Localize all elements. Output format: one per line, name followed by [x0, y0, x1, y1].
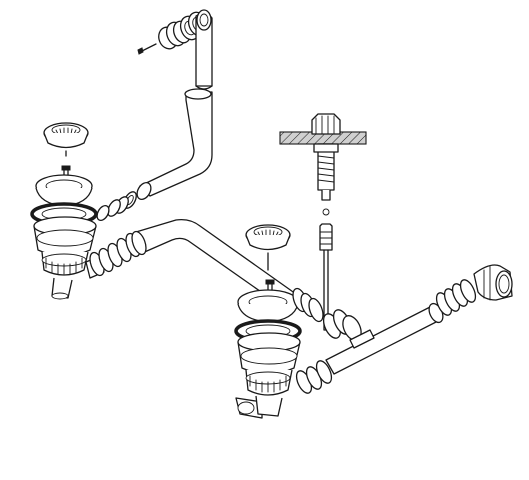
- basket-strainer-left: [43, 122, 89, 157]
- outlet-pipe: [295, 279, 477, 394]
- sink-section-with-button: [279, 113, 367, 251]
- strainer-waste-body-right: [234, 279, 324, 419]
- overflow-pipe-connectors: [96, 191, 137, 222]
- overflow-outlet-assembly: [96, 9, 213, 222]
- overflow-pipe: [136, 88, 213, 201]
- overflow-screw: [137, 43, 157, 55]
- overflow-elbow-outlet: [195, 9, 213, 90]
- basket-strainer-right: [245, 224, 291, 271]
- outlet-elbow: [473, 264, 513, 301]
- strainer-waste-body-left: [30, 165, 105, 300]
